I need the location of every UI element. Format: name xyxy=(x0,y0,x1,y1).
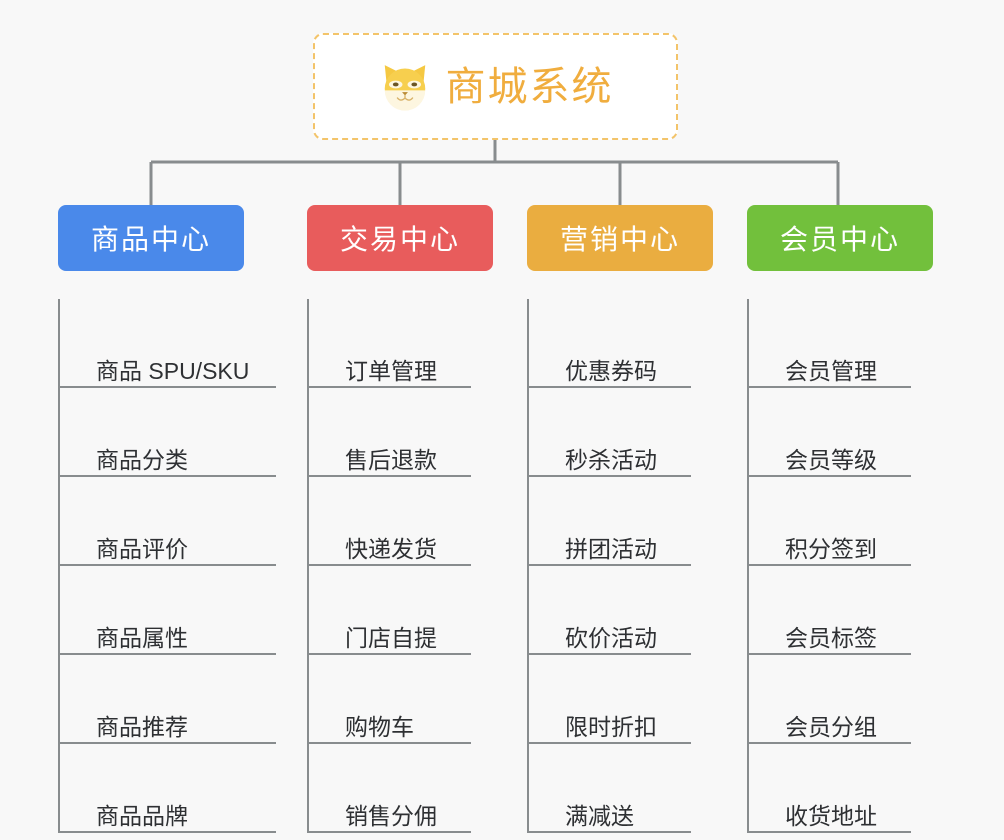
branch-column-3: 营销中心 优惠券码 秒杀活动 拼团活动 砍价活动 限时折扣 满减送 xyxy=(527,205,713,833)
list-item[interactable]: 会员分组 xyxy=(747,655,933,744)
list-item[interactable]: 售后退款 xyxy=(307,388,493,477)
leaf-list-4: 会员管理 会员等级 积分签到 会员标签 会员分组 收货地址 xyxy=(747,299,933,833)
leaf-list-2: 订单管理 售后退款 快递发货 门店自提 购物车 销售分佣 xyxy=(307,299,493,833)
leaf-label: 砍价活动 xyxy=(565,624,657,651)
leaf-label: 积分签到 xyxy=(785,535,877,562)
list-item[interactable]: 购物车 xyxy=(307,655,493,744)
list-item[interactable]: 秒杀活动 xyxy=(527,388,713,477)
leaf-label: 会员等级 xyxy=(785,446,877,473)
leaf-label: 收货地址 xyxy=(785,802,877,829)
leaf-label: 满减送 xyxy=(565,802,634,829)
list-item[interactable]: 会员管理 xyxy=(747,299,933,388)
branch-column-2: 交易中心 订单管理 售后退款 快递发货 门店自提 购物车 销售分佣 xyxy=(307,205,493,833)
list-item[interactable]: 商品分类 xyxy=(58,388,277,477)
list-item[interactable]: 订单管理 xyxy=(307,299,493,388)
list-item[interactable]: 会员等级 xyxy=(747,388,933,477)
shiba-dog-face-icon xyxy=(384,64,425,111)
leaf-list-3: 优惠券码 秒杀活动 拼团活动 砍价活动 限时折扣 满减送 xyxy=(527,299,713,833)
branch-header-4[interactable]: 会员中心 xyxy=(747,205,933,271)
leaf-label: 商品 SPU/SKU xyxy=(96,357,250,384)
list-item[interactable]: 限时折扣 xyxy=(527,655,713,744)
branch-column-1: 商品中心 商品 SPU/SKU 商品分类 商品评价 商品属性 商品推荐 商品品牌 xyxy=(58,205,277,833)
list-item[interactable]: 满减送 xyxy=(527,744,713,833)
root-node[interactable]: 商城系统 xyxy=(313,33,678,140)
branch-column-4: 会员中心 会员管理 会员等级 积分签到 会员标签 会员分组 收货地址 xyxy=(747,205,933,833)
list-item[interactable]: 商品评价 xyxy=(58,477,277,566)
list-item[interactable]: 拼团活动 xyxy=(527,477,713,566)
list-item[interactable]: 会员标签 xyxy=(747,566,933,655)
leaf-label: 商品品牌 xyxy=(96,802,188,829)
leaf-label: 订单管理 xyxy=(345,357,437,384)
leaf-label: 拼团活动 xyxy=(565,535,657,562)
branch-header-2[interactable]: 交易中心 xyxy=(307,205,493,271)
list-item[interactable]: 商品推荐 xyxy=(58,655,277,744)
root-title: 商城系统 xyxy=(445,64,614,109)
leaf-label: 销售分佣 xyxy=(345,802,437,829)
leaf-label: 会员管理 xyxy=(785,357,877,384)
leaf-label: 售后退款 xyxy=(345,446,437,473)
branch-header-3[interactable]: 营销中心 xyxy=(527,205,713,271)
leaf-label: 商品评价 xyxy=(96,535,188,562)
branch-header-1[interactable]: 商品中心 xyxy=(58,205,244,271)
leaf-label: 商品分类 xyxy=(96,446,188,473)
leaf-label: 商品属性 xyxy=(96,624,188,651)
leaf-label: 门店自提 xyxy=(345,624,437,651)
list-item[interactable]: 优惠券码 xyxy=(527,299,713,388)
list-item[interactable]: 商品属性 xyxy=(58,566,277,655)
leaf-label: 会员分组 xyxy=(785,713,877,740)
leaf-label: 优惠券码 xyxy=(565,357,657,384)
list-item[interactable]: 快递发货 xyxy=(307,477,493,566)
list-item[interactable]: 收货地址 xyxy=(747,744,933,833)
leaf-label: 购物车 xyxy=(345,713,414,740)
leaf-label: 快递发货 xyxy=(345,535,437,562)
list-item[interactable]: 积分签到 xyxy=(747,477,933,566)
list-item[interactable]: 商品品牌 xyxy=(58,744,277,833)
list-item[interactable]: 门店自提 xyxy=(307,566,493,655)
list-item[interactable]: 商品 SPU/SKU xyxy=(58,299,277,388)
list-item[interactable]: 砍价活动 xyxy=(527,566,713,655)
leaf-label: 会员标签 xyxy=(785,624,877,651)
leaf-label: 商品推荐 xyxy=(96,713,188,740)
list-item[interactable]: 销售分佣 xyxy=(307,744,493,833)
leaf-label: 限时折扣 xyxy=(565,713,657,740)
leaf-list-1: 商品 SPU/SKU 商品分类 商品评价 商品属性 商品推荐 商品品牌 xyxy=(58,299,277,833)
leaf-label: 秒杀活动 xyxy=(565,446,657,473)
